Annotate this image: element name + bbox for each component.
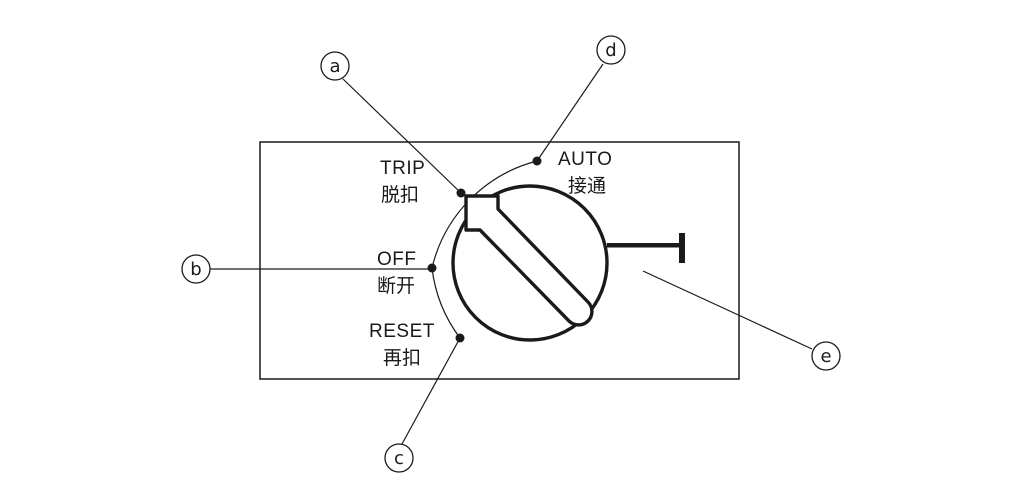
- label-reset-en: RESET: [369, 321, 435, 342]
- label-trip-en: TRIP: [380, 158, 425, 179]
- label-auto-en: AUTO: [558, 149, 612, 170]
- leader-d: [536, 63, 604, 162]
- callout-c: c: [384, 443, 414, 473]
- callout-b: b: [181, 254, 211, 284]
- callout-d: d: [596, 35, 626, 65]
- callout-e-letter: e: [820, 346, 831, 367]
- leader-e: [642, 270, 813, 350]
- label-off-cn: 断开: [377, 275, 415, 297]
- label-auto-cn: 接通: [568, 175, 606, 197]
- callout-d-letter: d: [605, 40, 616, 61]
- handle-end: [679, 233, 685, 263]
- panel-frame: [259, 141, 740, 380]
- label-reset-cn: 再扣: [383, 347, 421, 369]
- position-arc: [431, 160, 538, 339]
- callout-e: e: [811, 341, 841, 371]
- callout-a-letter: a: [329, 56, 340, 77]
- dot-off: [427, 263, 437, 273]
- handle-bar: [607, 243, 683, 248]
- label-off-en: OFF: [377, 249, 417, 270]
- callout-b-letter: b: [190, 259, 201, 280]
- callout-c-letter: c: [394, 448, 404, 469]
- label-trip-cn: 脱扣: [381, 184, 419, 206]
- knob-slot: [464, 194, 594, 327]
- leader-c: [401, 337, 461, 445]
- leader-a: [342, 78, 462, 194]
- callout-a: a: [320, 51, 350, 81]
